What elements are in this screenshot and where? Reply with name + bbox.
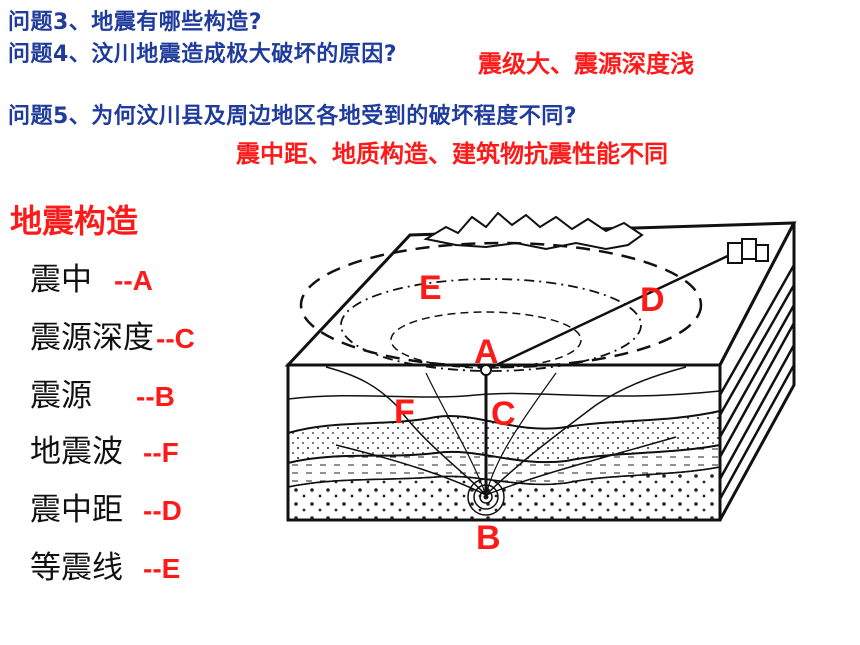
term-code: --D <box>143 495 182 526</box>
answer-5: 震中距、地质构造、建筑物抗震性能不同 <box>236 140 668 168</box>
term-row-focal-depth: 震源深度 --C <box>30 312 195 357</box>
building-icon <box>727 238 769 264</box>
term-row-epicenter: 震中 --A <box>30 254 153 299</box>
term-code: --A <box>114 265 153 296</box>
epicentral-distance-line <box>485 251 735 372</box>
isoseismal-line-middle <box>340 278 642 372</box>
label-d: D <box>640 281 665 319</box>
term-code: --F <box>143 437 179 468</box>
label-f: F <box>394 393 415 431</box>
term-row-epicentral-distance: 震中距 --D <box>30 484 182 529</box>
section-title: 地震构造 <box>10 202 139 240</box>
term-row-seismic-wave: 地震波 --F <box>30 426 179 471</box>
epicenter-point <box>480 364 492 376</box>
term-label: 震中距 <box>30 492 123 528</box>
isoseismal-line-outer <box>299 241 703 369</box>
term-code: --C <box>156 323 195 354</box>
isoseismal-line-inner <box>390 311 582 369</box>
mountain-ridge <box>423 211 644 251</box>
term-row-isoseismal: 等震线 --E <box>30 542 180 587</box>
term-label: 震源深度 <box>30 320 154 356</box>
term-label: 等震线 <box>30 550 123 586</box>
term-label: 地震波 <box>30 434 123 470</box>
term-label: 震中 <box>30 262 92 298</box>
label-a: A <box>474 333 499 371</box>
label-c: C <box>491 395 516 433</box>
term-code: --E <box>143 553 181 584</box>
label-e: E <box>419 269 442 307</box>
question-4: 问题4、汶川地震造成极大破坏的原因? <box>8 42 398 67</box>
answer-4: 震级大、震源深度浅 <box>478 50 694 78</box>
label-b: B <box>476 519 501 555</box>
earthquake-structure-diagram: E D A F C B <box>284 211 797 555</box>
focus-point <box>467 478 505 516</box>
term-row-focus: 震源 --B <box>30 370 175 415</box>
term-code: --B <box>136 381 175 412</box>
question-3: 问题3、地震有哪些构造? <box>8 10 263 35</box>
term-label: 震源 <box>30 378 92 414</box>
question-5: 问题5、为何汶川县及周边地区各地受到的破坏程度不同? <box>8 104 578 129</box>
